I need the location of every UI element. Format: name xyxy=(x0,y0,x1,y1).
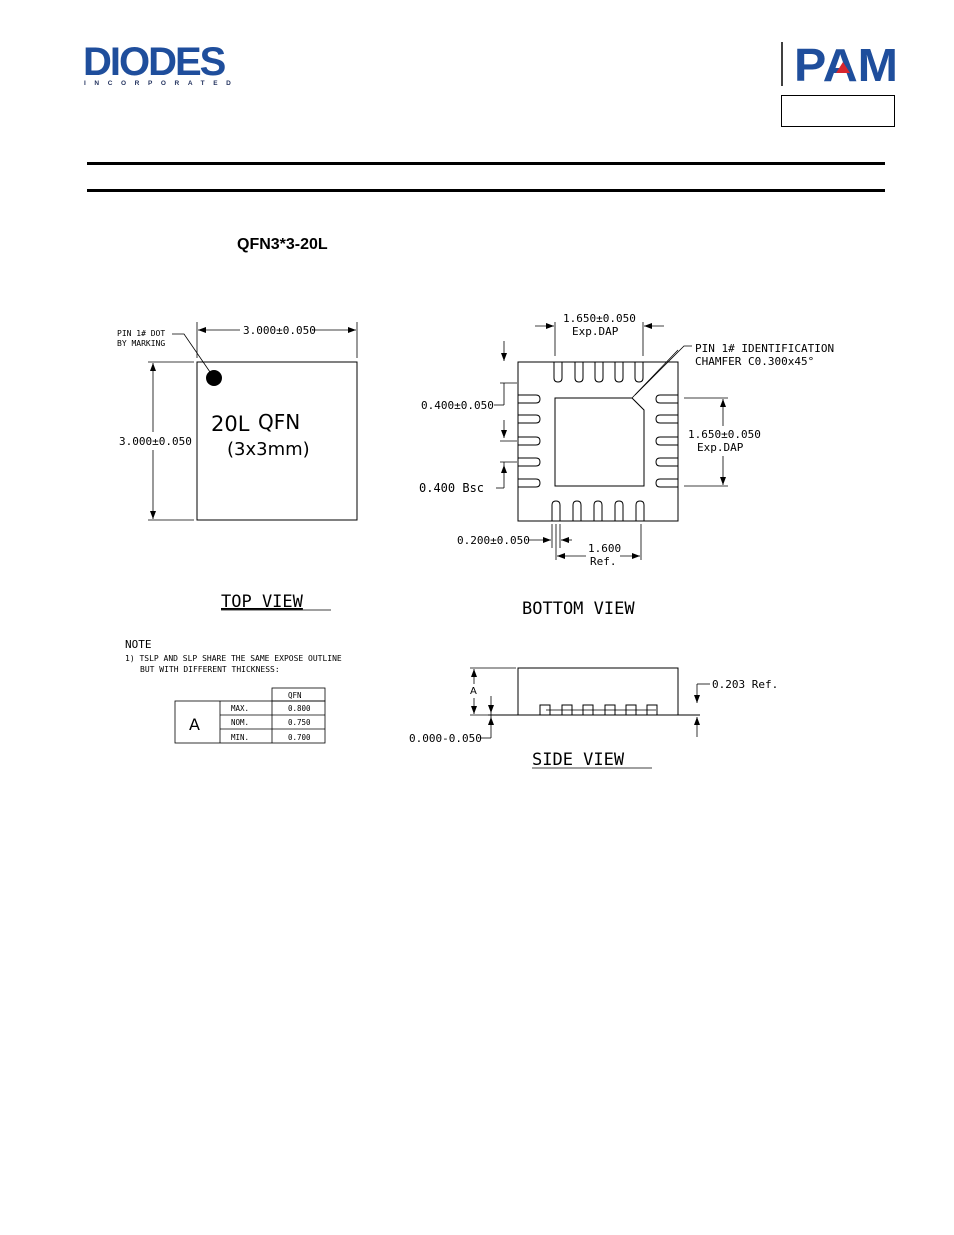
dap-height-sub: Exp.DAP xyxy=(697,441,744,454)
bottom-view-caption: BOTTOM VIEW xyxy=(522,599,635,619)
top-height-dim: 3.000±0.050 xyxy=(119,435,192,448)
side-view-body xyxy=(517,667,679,716)
table-row-max-label: MAX. xyxy=(231,704,249,713)
thickness-table: QFN A MAX. 0.800 NOM. 0.750 MIN. 0.700 xyxy=(174,687,326,744)
pin1-id-line2: CHAMFER C0.300x45° xyxy=(695,355,814,368)
notes: NOTE 1) TSLP AND SLP SHARE THE SAME EXPO… xyxy=(125,638,342,674)
bottom-view-body xyxy=(517,361,679,522)
exposed-dap xyxy=(554,397,645,487)
side-height-label: A xyxy=(470,686,477,697)
header-rule-top xyxy=(87,162,885,165)
ref-sub: Ref. xyxy=(590,555,617,568)
pin1-dot xyxy=(206,370,222,386)
note-line2: BUT WITH DIFFERENT THICKNESS: xyxy=(140,665,280,674)
table-row-min-value: 0.700 xyxy=(288,733,311,742)
pin1-id-line1: PIN 1# IDENTIFICATION xyxy=(695,342,834,355)
pam-logo-red-triangle xyxy=(836,62,850,73)
dap-width-dim: 1.650±0.050 xyxy=(563,312,636,325)
table-symbol: A xyxy=(189,715,200,734)
table-row-nom-value: 0.750 xyxy=(288,718,311,727)
diodes-logo: DIODES INCORPORATED xyxy=(83,42,258,92)
ref-dim: 1.600 xyxy=(588,542,621,555)
lead-width-dim: 0.200±0.050 xyxy=(457,534,530,547)
side-view: A 0.000-0.050 0.203 Ref. SIDE VIEW xyxy=(409,667,778,770)
lead-length-dim: 0.400±0.050 xyxy=(421,399,494,412)
pin1-label-line2: BY MARKING xyxy=(117,339,165,348)
pam-logo: PAM xyxy=(781,40,898,88)
top-view-caption: TOP VIEW xyxy=(221,592,304,612)
diodes-logo-subtext: INCORPORATED xyxy=(84,80,240,87)
dap-width-sub: Exp.DAP xyxy=(572,325,619,338)
standoff-dim: 0.000-0.050 xyxy=(409,732,482,745)
table-row-nom-label: NOM. xyxy=(231,718,249,727)
diodes-logo-text: DIODES xyxy=(83,40,226,84)
pin1-label-line1: PIN 1# DOT xyxy=(117,329,165,338)
table-row-max-value: 0.800 xyxy=(288,704,311,713)
dap-height-dim: 1.650±0.050 xyxy=(688,428,761,441)
bottom-view: 1.650±0.050 Exp.DAP PIN 1# IDENTIFICATIO… xyxy=(419,312,834,619)
package-title: QFN3*3-20L xyxy=(237,236,328,253)
pitch-dim: 0.400 Bsc xyxy=(419,481,484,495)
top-view-body xyxy=(196,361,358,521)
top-width-dim: 3.000±0.050 xyxy=(243,324,316,337)
marking-20l: 20L xyxy=(211,412,250,436)
side-view-caption: SIDE VIEW xyxy=(532,750,625,770)
header-rule-bottom xyxy=(87,189,885,192)
marking-size: (3x3mm) xyxy=(227,439,310,460)
pam-logo-text: PAM xyxy=(794,40,898,88)
part-number-box xyxy=(781,95,895,127)
table-row-min-label: MIN. xyxy=(231,733,249,742)
note-line1: 1) TSLP AND SLP SHARE THE SAME EXPOSE OU… xyxy=(125,654,342,663)
marking-qfn: QFN xyxy=(258,410,300,434)
table-header-qfn: QFN xyxy=(288,691,302,700)
lead-thickness-dim: 0.203 Ref. xyxy=(712,678,778,691)
package-outline-drawing: 3.000±0.050 3.000±0.050 PIN 1# DOT BY MA… xyxy=(117,312,834,770)
top-view: 3.000±0.050 3.000±0.050 PIN 1# DOT BY MA… xyxy=(117,322,358,612)
note-title: NOTE xyxy=(125,638,152,651)
